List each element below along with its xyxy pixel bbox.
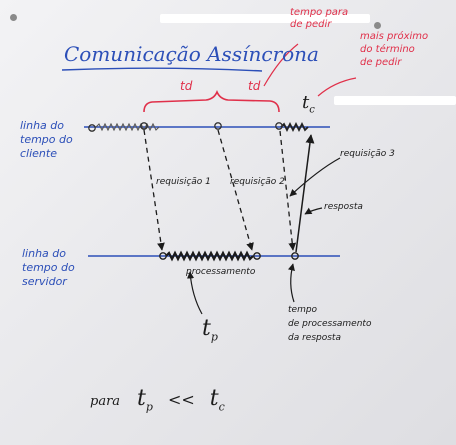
server-label-line: linha do [22,247,67,260]
request-3-pointer [289,157,341,197]
td-label-first: td [180,79,193,93]
title-underline [61,67,263,72]
response-time-line: da resposta [288,333,341,343]
server-point [291,252,299,260]
client-point [214,122,222,130]
response-label: resposta [324,202,363,212]
td-note-line: tempo para [290,7,349,18]
formula-operator: << [167,390,195,409]
response-pointer [304,207,323,215]
page-title: Comunicação Assíncrona [64,42,319,66]
tc-note-line: do término [360,44,415,55]
td-note: tempo para de pedir [290,8,350,30]
request-3-label: requisição 3 [340,149,395,159]
client-point [275,122,283,130]
response-arrow [295,134,315,253]
response-time-pointer [287,263,295,303]
tc-symbol: tc [302,94,315,116]
formula-t2-sub: c [218,400,225,414]
td-brace [143,89,280,113]
td-pointer [263,43,299,87]
tp-sub: p [210,330,218,344]
board-pin [10,14,17,21]
board-pin [374,22,381,29]
client-wait-scribble [95,122,160,132]
td-note-line: de pedir [290,19,332,30]
tc-sub: c [309,104,315,116]
tp-main: t [202,316,211,341]
request-2-label: requisição 2 [230,177,285,187]
client-label-line: linha do [20,119,65,132]
formula-t1: t [137,386,146,411]
server-point [253,252,261,260]
request-2-arrow [217,129,254,251]
tp-pointer [186,271,203,315]
request-3-arrow [279,130,297,251]
response-time-line: de processamento [288,319,372,329]
response-time-line: tempo [288,305,318,315]
formula-t2: t [209,386,219,411]
tp-symbol: tp [202,316,218,344]
td-label-second: td [248,79,261,93]
client-timeline-label: linha do tempo do cliente [20,120,73,159]
light-glare [334,96,456,105]
client-point [88,124,96,132]
light-glare [160,14,370,23]
client-point [140,122,148,130]
tc-note-line: mais próximo [360,31,429,42]
tc-main: t [302,92,310,113]
tc-pointer [317,77,357,97]
client-label-line: tempo do [20,133,73,146]
client-label-line: cliente [20,147,57,160]
client-wait-scribble [280,121,309,133]
processing-scribble [165,250,254,262]
formula: para tp << tc [90,386,225,414]
formula-t1-sub: p [145,400,153,414]
request-1-label: requisição 1 [156,177,211,187]
request-1-arrow [143,129,165,251]
formula-prefix: para [90,394,121,409]
response-time-note: tempo de processamento da resposta [288,306,371,343]
server-label-line: tempo do [22,261,75,274]
server-label-line: servidor [22,275,67,288]
tc-note-line: de pedir [360,57,402,68]
server-point [159,252,167,260]
processing-label: processamento [186,267,256,277]
server-timeline-label: linha do tempo do servidor [22,248,75,287]
tc-note: mais próximo do término de pedir [360,32,440,68]
